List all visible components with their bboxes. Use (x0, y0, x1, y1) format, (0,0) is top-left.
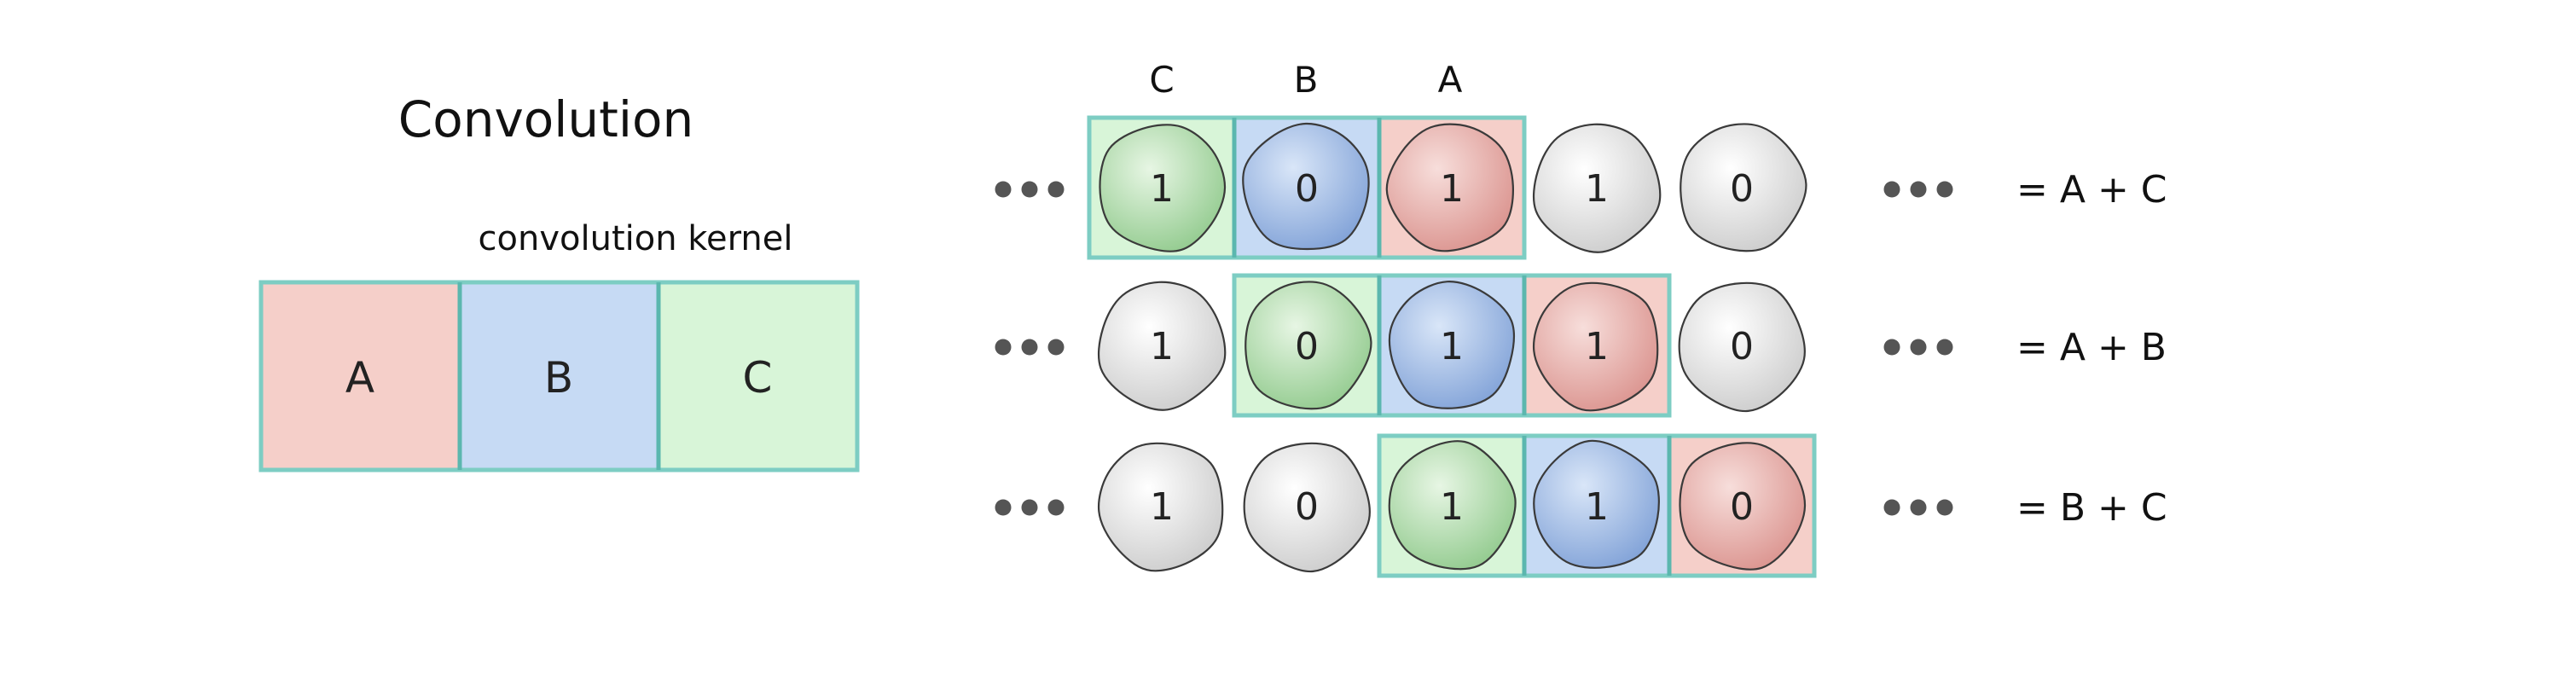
kernel-label: convolution kernel (479, 219, 793, 258)
signal-node (1532, 281, 1659, 412)
signal-value: 1 (1150, 485, 1174, 529)
signal-node (1679, 442, 1807, 571)
kernel-window (1377, 433, 1817, 578)
signal-node (1097, 442, 1224, 572)
signal-row: 1 0 1 1 0 = A + C (995, 115, 2167, 260)
signal-row: 1 0 1 1 0 = A + B (995, 273, 2167, 418)
signal-node (1532, 123, 1662, 253)
row-result: = A + C (2016, 168, 2167, 212)
signal-node (1388, 440, 1517, 571)
signal-value: 1 (1440, 325, 1464, 368)
ellipsis-left (995, 339, 1065, 356)
ellipsis-right (1883, 499, 1953, 516)
signal-node (1533, 439, 1660, 569)
signal-row: 1 0 1 1 0 = B + C (995, 433, 2167, 578)
row-result: = A + B (2016, 326, 2167, 369)
signal-node (1097, 281, 1227, 411)
ellipsis-left (995, 499, 1065, 516)
signal-value: 0 (1730, 167, 1754, 211)
kernel-window (1087, 115, 1527, 260)
signal-node (1680, 123, 1807, 252)
column-header-a: A (1438, 59, 1463, 101)
signal-node (1388, 281, 1515, 409)
signal-rows: 1 0 1 1 0 = A + C 1 0 1 1 0 = A + B 1 0 1 1 0 = B + C (995, 115, 2167, 578)
signal-value: 1 (1150, 325, 1174, 368)
ellipsis-right (1883, 339, 1953, 356)
signal-value: 0 (1295, 485, 1319, 529)
kernel-cell-c (656, 280, 860, 472)
signal-node (1385, 123, 1514, 252)
signal-node (1678, 281, 1806, 413)
kernel-cell-b (457, 280, 661, 472)
signal-value: 1 (1585, 325, 1609, 368)
kernel-cell-a (258, 280, 462, 472)
column-header-c: C (1149, 59, 1174, 101)
kernel-letter-a: A (345, 353, 374, 403)
diagram-title: Convolution (398, 90, 694, 148)
signal-value: 1 (1150, 167, 1174, 211)
signal-node (1243, 442, 1371, 573)
signal-node (1099, 124, 1227, 252)
kernel-window (1232, 273, 1672, 418)
kernel-letter-c: C (743, 353, 773, 403)
signal-node (1242, 122, 1370, 251)
ellipsis-left (995, 181, 1065, 198)
convolution-kernel: A B C (258, 280, 860, 472)
signal-value: 0 (1730, 325, 1754, 368)
signal-value: 0 (1730, 485, 1754, 529)
signal-value: 0 (1295, 325, 1319, 368)
signal-value: 1 (1440, 167, 1464, 211)
kernel-letter-b: B (544, 353, 573, 403)
column-header-b: B (1294, 59, 1319, 101)
row-result: = B + C (2016, 486, 2167, 530)
signal-value: 1 (1585, 485, 1609, 529)
ellipsis-right (1883, 181, 1953, 198)
signal-value: 1 (1440, 485, 1464, 529)
signal-value: 0 (1295, 167, 1319, 211)
signal-value: 1 (1585, 167, 1609, 211)
signal-node (1244, 281, 1372, 410)
